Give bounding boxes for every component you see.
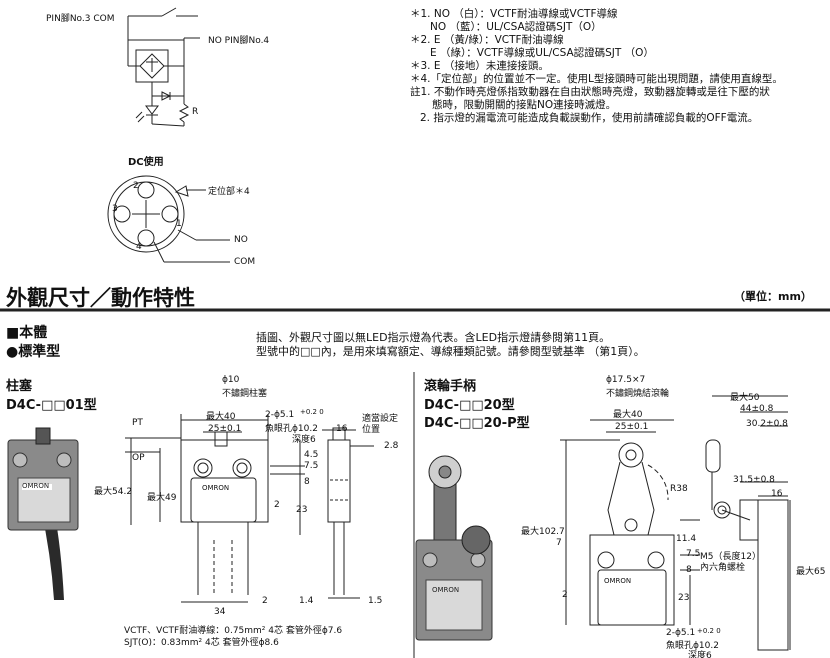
dc-pin-4: 4: [136, 242, 142, 252]
plunger-34: 34: [214, 607, 226, 617]
plunger-pt: PT: [132, 418, 143, 428]
roller-30-2: 30.2±0.8: [746, 419, 788, 429]
plunger-1-4: 1.4: [299, 596, 314, 606]
plunger-stainless: 不鏽鋼柱塞: [222, 389, 268, 399]
roller-2: 2: [562, 590, 568, 600]
roller-holes-tol: +0.2 0: [697, 627, 721, 635]
plunger-depth: 深度6: [292, 435, 316, 445]
plunger-holes: 2-ϕ5.1: [265, 410, 295, 420]
plunger-2-8: 2.8: [384, 441, 399, 451]
roller-hex: 內六角螺栓: [700, 563, 746, 573]
roller-switch-photo: [415, 455, 493, 641]
dc-title: DC使用: [128, 157, 164, 168]
note-4: ＊4.「定位部」的位置並不一定。使用L型接頭時可能出現問題，請使用直線型。: [410, 73, 783, 85]
roller-25: 25±0.1: [615, 422, 649, 432]
dc-no-label: NO: [234, 235, 248, 245]
roller-name: 滾輪手柄: [424, 379, 477, 394]
roller-max102: 最大102.7: [521, 527, 565, 537]
plunger-name: 柱塞: [6, 379, 33, 394]
roller-8: 8: [686, 565, 692, 575]
plunger-switch-photo: [7, 427, 79, 600]
plunger-phi10: ϕ10: [222, 375, 240, 385]
roller-r38: R38: [670, 484, 688, 494]
roller-depth: 深度6: [688, 651, 712, 658]
note-1: ＊1. NO （白）：VCTF耐油導線或VCTF導線: [410, 8, 618, 20]
plunger-max54: 最大54.2: [94, 487, 133, 497]
resistor-label: R: [192, 107, 199, 117]
roller-model-1: D4C-□□20型: [424, 398, 515, 413]
plunger-23: 23: [296, 505, 308, 515]
remark-1b: 態時，限動開關的接點NO連接時滅燈。: [432, 99, 617, 111]
plunger-16: 16: [336, 424, 348, 434]
plunger-7-5: 7.5: [304, 461, 319, 471]
dc-com-label: COM: [234, 257, 256, 267]
roller-counterbore: 魚眼孔ϕ10.2: [666, 641, 719, 651]
plunger-2b: 2: [262, 596, 268, 606]
note-3: ＊3. E （接地）未連接接頭。: [410, 60, 549, 72]
plunger-cable-2: SJT(O)：0.83mm² 4芯 套管外徑ϕ8.6: [124, 638, 279, 648]
roller-31-5: 31.5±0.8: [733, 475, 775, 485]
body-heading: ■本體: [6, 325, 48, 341]
roller-23: 23: [678, 593, 690, 603]
roller-16: 16: [771, 489, 783, 499]
plunger-max49: 最大49: [147, 493, 177, 503]
note-2b: E （綠）：VCTF導線或UL/CSA認證碼SJT （O）: [430, 47, 654, 59]
plunger-25: 25±0.1: [208, 424, 242, 434]
plunger-drawing-brand: OMRON: [202, 484, 230, 492]
plunger-1-5: 1.5: [368, 596, 383, 606]
dc-pin-1: 1: [176, 219, 182, 229]
roller-7: 7: [556, 538, 562, 548]
plunger-op: OP: [132, 453, 145, 463]
roller-7-5: 7.5: [686, 549, 701, 559]
roller-m5: M5（長度12）: [700, 552, 761, 562]
plunger-cable-1: VCTF、VCTF耐油導線：0.75mm² 4芯 套管外徑ϕ7.6: [124, 626, 343, 636]
roller-11-4: 11.4: [676, 534, 697, 544]
roller-photo-brand: OMRON: [432, 586, 460, 594]
remark-1: 註1. 不動作時亮燈係指致動器在自由狀態時亮燈，致動器旋轉或是往下壓的狀: [410, 86, 770, 98]
roller-phi17: ϕ17.5×7: [606, 375, 646, 385]
dc-key-label: 定位部＊4: [208, 187, 250, 197]
roller-max50: 最大50: [730, 393, 760, 403]
dc-pin-2: 2: [133, 181, 139, 191]
section-unit: （單位：mm）: [734, 290, 812, 303]
note-2: ＊2. E （黃/綠）：VCTF耐油導線: [410, 34, 564, 46]
roller-model-2: D4C-□□20-P型: [424, 416, 530, 431]
remark-2: 2. 指示燈的漏電流可能造成負載誤動作，使用前請確認負載的OFF電流。: [420, 112, 759, 124]
roller-44: 44±0.8: [740, 404, 774, 414]
plunger-setting: 適當設定: [362, 414, 399, 424]
roller-max65: 最大65: [796, 567, 826, 577]
plunger-4-5: 4.5: [304, 450, 319, 460]
body-desc-2: 型號中的□□內，是用來填寫額定、導線種類記號。請參閱型號基準 （第1頁）。: [256, 345, 645, 358]
plunger-2: 2: [274, 500, 280, 510]
roller-holes: 2-ϕ5.1: [666, 628, 696, 638]
plunger-8: 8: [304, 477, 310, 487]
plunger-photo-brand: OMRON: [22, 482, 50, 490]
plunger-holes-tol: +0.2 0: [300, 408, 324, 416]
roller-desc: 不鏽鋼燒結滾輪: [606, 389, 670, 399]
section-title: 外觀尺寸／動作特性: [6, 286, 195, 310]
dc-pin-3: 3: [112, 204, 118, 214]
roller-drawing-brand: OMRON: [604, 577, 632, 585]
plunger-model: D4C-□□01型: [6, 398, 97, 413]
pin3-label: PIN腳No.3 COM: [46, 14, 115, 24]
roller-max40: 最大40: [613, 410, 643, 420]
body-desc-1: 插圖、外觀尺寸圖以無LED指示燈為代表。含LED指示燈請參閱第11頁。: [256, 331, 611, 344]
note-1b: NO （藍）：UL/CSA認證碼SJT（O）: [430, 21, 602, 33]
plunger-counterbore: 魚眼孔ϕ10.2: [265, 424, 318, 434]
plunger-max40: 最大40: [206, 412, 236, 422]
body-subheading: ●標準型: [6, 344, 61, 360]
pin4-label: NO PIN腳No.4: [208, 36, 270, 46]
plunger-setting-2: 位置: [362, 425, 381, 435]
